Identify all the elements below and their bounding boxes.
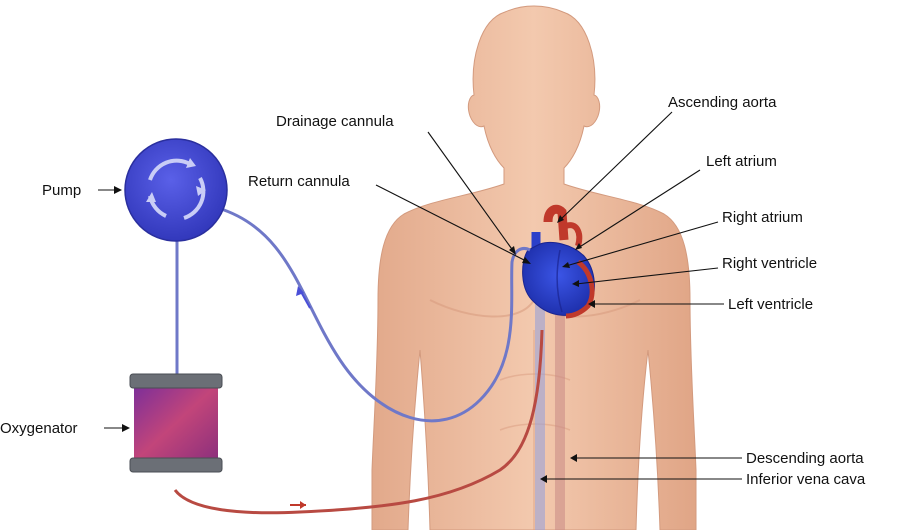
- left-ventricle-wall: [565, 259, 595, 319]
- labels: Pump Oxygenator Drainage cannula Return …: [0, 94, 866, 488]
- label-right-ventricle: Right ventricle: [722, 255, 817, 272]
- rotation-arrow-icon: [146, 192, 156, 202]
- flow-arrow-red-icon: [300, 501, 306, 509]
- label-right-atrium: Right atrium: [722, 209, 803, 226]
- drainage-tube: [173, 329, 544, 515]
- return-tube: [217, 206, 531, 423]
- pointer-lines: [98, 111, 742, 483]
- label-ascending-aorta: Ascending aorta: [668, 94, 777, 111]
- label-pump: Pump: [42, 182, 81, 199]
- label-inferior-vena-cava: Inferior vena cava: [746, 471, 866, 488]
- flow-arrow-blue-icon: [296, 286, 304, 296]
- heart: [522, 204, 595, 319]
- rotation-arrow-icon: [186, 158, 196, 168]
- label-left-atrium: Left atrium: [706, 153, 777, 170]
- label-return-cannula: Return cannula: [248, 173, 350, 190]
- label-drainage-cannula: Drainage cannula: [276, 113, 394, 130]
- label-oxygenator: Oxygenator: [0, 420, 78, 437]
- label-descending-aorta: Descending aorta: [746, 450, 864, 467]
- vessels: [535, 300, 565, 530]
- pump-device: [124, 138, 228, 242]
- oxygenator-device: [129, 373, 223, 473]
- label-left-ventricle: Left ventricle: [728, 296, 813, 313]
- circuit-tubing: [173, 206, 544, 515]
- rotation-arrow-icon: [196, 186, 206, 196]
- aortic-arch: [543, 204, 569, 241]
